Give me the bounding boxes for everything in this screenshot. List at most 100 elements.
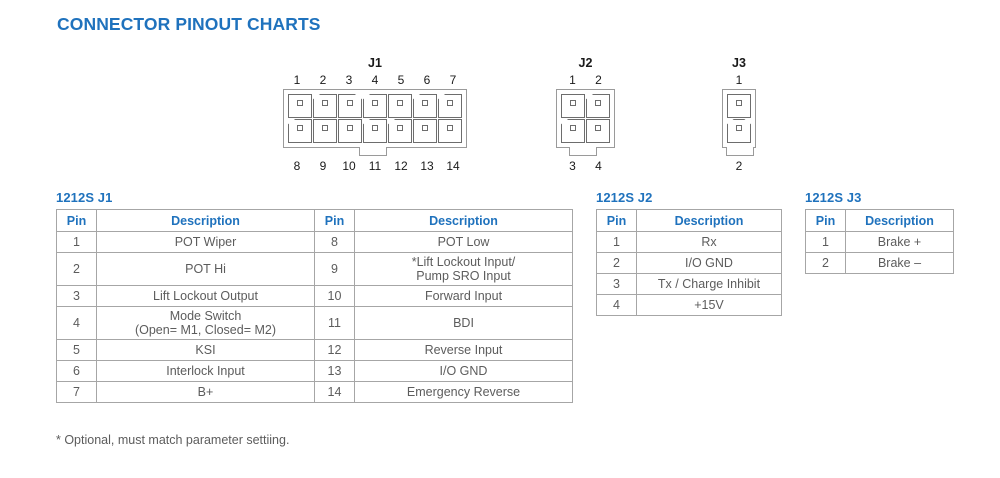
connector-j3-bottom-pin-numbers: 2 bbox=[722, 159, 756, 173]
connector-pin-cell bbox=[727, 94, 751, 118]
connector-shell-j1 bbox=[283, 89, 467, 156]
pin-number: 13 bbox=[420, 159, 434, 173]
cell-description: KSI bbox=[96, 339, 315, 361]
pin-number: 8 bbox=[293, 159, 301, 173]
cell-description: +15V bbox=[636, 294, 782, 316]
connector-row-bottom bbox=[561, 119, 610, 143]
cell-description: POT Wiper bbox=[96, 231, 315, 253]
connector-latch-tab bbox=[569, 147, 597, 156]
cell-pin: 5 bbox=[56, 339, 97, 361]
page-title: CONNECTOR PINOUT CHARTS bbox=[57, 14, 321, 34]
column-header-description: Description bbox=[845, 209, 954, 232]
cell-pin: 11 bbox=[314, 306, 355, 340]
column-header-pin: Pin bbox=[56, 209, 97, 232]
cell-pin: 1 bbox=[56, 231, 97, 253]
cell-description: Emergency Reverse bbox=[354, 381, 573, 403]
connector-pin-cell bbox=[363, 94, 387, 118]
connector-pin-cell bbox=[388, 119, 412, 143]
cell-description: Rx bbox=[636, 231, 782, 253]
connector-pin-cell bbox=[288, 119, 312, 143]
cell-pin: 4 bbox=[596, 294, 637, 316]
cell-pin: 9 bbox=[314, 252, 355, 286]
pin-number: 10 bbox=[342, 159, 356, 173]
cell-description: Forward Input bbox=[354, 285, 573, 307]
table-header-row: Pin Description bbox=[805, 209, 954, 232]
cell-pin: 2 bbox=[56, 252, 97, 286]
cell-pin: 1 bbox=[596, 231, 637, 253]
table-row: 2 POT Hi 9 *Lift Lockout Input/Pump SRO … bbox=[56, 252, 573, 286]
pinout-table-j1: Pin Description Pin Description 1 POT Wi… bbox=[56, 209, 573, 403]
table-row: 1 Brake + bbox=[805, 231, 954, 253]
connector-pin-cell bbox=[338, 119, 362, 143]
cell-description: BDI bbox=[354, 306, 573, 340]
connector-diagram-j3: J3 1 2 bbox=[722, 57, 756, 173]
pin-number: 2 bbox=[735, 159, 743, 173]
connector-pin-cell bbox=[438, 119, 462, 143]
table-row: 6 Interlock Input 13 I/O GND bbox=[56, 360, 573, 382]
pin-number: 11 bbox=[368, 159, 382, 173]
cell-description: Brake + bbox=[845, 231, 954, 253]
table-row: 4 +15V bbox=[596, 294, 782, 316]
cell-pin: 2 bbox=[805, 252, 846, 274]
connector-pin-cell bbox=[561, 94, 585, 118]
column-header-pin: Pin bbox=[805, 209, 846, 232]
cell-description: I/O GND bbox=[354, 360, 573, 382]
connector-row-bottom bbox=[288, 119, 462, 143]
cell-description: Tx / Charge Inhibit bbox=[636, 273, 782, 295]
pin-number: 1 bbox=[293, 73, 301, 87]
connector-pin-cell bbox=[586, 119, 610, 143]
connector-pin-cell bbox=[313, 119, 337, 143]
cell-pin: 14 bbox=[314, 381, 355, 403]
cell-description: Interlock Input bbox=[96, 360, 315, 382]
table-row: 1 Rx bbox=[596, 231, 782, 253]
table-row: 1 POT Wiper 8 POT Low bbox=[56, 231, 573, 253]
table-title-j1: 1212S J1 bbox=[56, 190, 113, 205]
table-row: 2 I/O GND bbox=[596, 252, 782, 274]
connector-shell-j3 bbox=[722, 89, 756, 156]
connector-j1-top-pin-numbers: 1 2 3 4 5 6 7 bbox=[283, 73, 467, 87]
pin-number: 4 bbox=[371, 73, 379, 87]
pin-number: 3 bbox=[569, 159, 576, 173]
table-title-j2: 1212S J2 bbox=[596, 190, 653, 205]
connector-row-bottom bbox=[727, 119, 751, 143]
pin-number: 7 bbox=[449, 73, 457, 87]
connector-pin-cell bbox=[313, 94, 337, 118]
table-row: 5 KSI 12 Reverse Input bbox=[56, 339, 573, 361]
pin-number: 2 bbox=[595, 73, 602, 87]
cell-pin: 6 bbox=[56, 360, 97, 382]
connector-pin-cell bbox=[338, 94, 362, 118]
cell-description: Mode Switch(Open= M1, Closed= M2) bbox=[96, 306, 315, 340]
connector-latch-tab bbox=[359, 147, 387, 156]
pin-number: 12 bbox=[394, 159, 408, 173]
connector-pin-cell bbox=[438, 94, 462, 118]
pinout-table-j3: Pin Description 1 Brake + 2 Brake – bbox=[805, 209, 954, 274]
pin-number: 3 bbox=[345, 73, 353, 87]
cell-pin: 8 bbox=[314, 231, 355, 253]
connector-pin-cell bbox=[413, 119, 437, 143]
cell-pin: 2 bbox=[596, 252, 637, 274]
pinout-table-block-j1: 1212S J1 Pin Description Pin Description… bbox=[56, 190, 573, 447]
connector-j1-bottom-pin-numbers: 8 9 10 11 12 13 14 bbox=[283, 159, 467, 173]
pin-number: 6 bbox=[423, 73, 431, 87]
cell-pin: 7 bbox=[56, 381, 97, 403]
cell-pin: 13 bbox=[314, 360, 355, 382]
connector-diagram-j2: J2 1 2 3 4 bbox=[556, 57, 615, 173]
pin-number: 5 bbox=[397, 73, 405, 87]
connector-latch-tab bbox=[726, 147, 754, 156]
table-title-j3: 1212S J3 bbox=[805, 190, 862, 205]
cell-pin: 3 bbox=[596, 273, 637, 295]
cell-pin: 12 bbox=[314, 339, 355, 361]
cell-pin: 10 bbox=[314, 285, 355, 307]
table-row: 3 Tx / Charge Inhibit bbox=[596, 273, 782, 295]
table-header-row: Pin Description bbox=[596, 209, 782, 232]
pin-number: 1 bbox=[569, 73, 576, 87]
pin-number: 14 bbox=[446, 159, 460, 173]
connector-pin-cell bbox=[288, 94, 312, 118]
column-header-description: Description bbox=[96, 209, 315, 232]
pin-number: 1 bbox=[735, 73, 743, 87]
cell-description: B+ bbox=[96, 381, 315, 403]
cell-description: Brake – bbox=[845, 252, 954, 274]
table-row: 2 Brake – bbox=[805, 252, 954, 274]
connector-row-top bbox=[561, 94, 610, 118]
